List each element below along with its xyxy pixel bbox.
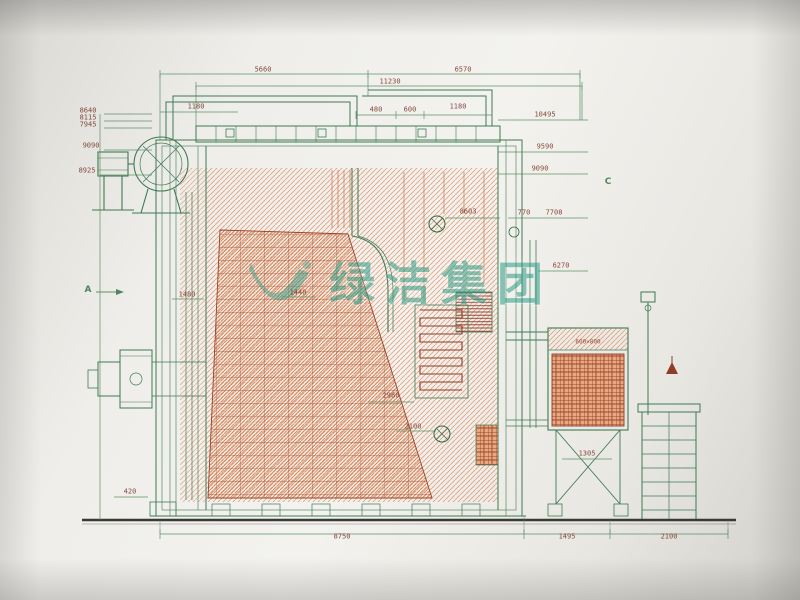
boiler-base-supports	[149, 501, 526, 517]
burner-assembly	[87, 349, 206, 409]
rear-economizer-unit	[547, 327, 629, 517]
rear-pass-tubes	[331, 170, 485, 300]
lower-tube-bank	[475, 424, 499, 466]
steam-drum	[92, 136, 190, 214]
furnace-nose	[351, 235, 394, 332]
flue-duct	[506, 240, 548, 428]
dimension-lines	[96, 70, 729, 539]
economizer-coil	[414, 304, 469, 399]
vent-pipe	[640, 291, 656, 415]
flow-direction-marks	[428, 215, 520, 443]
elevation-flag-marker	[666, 356, 678, 374]
access-stairs	[637, 403, 701, 520]
furnace-membrane-wall-panel	[207, 229, 433, 499]
ground-line	[82, 518, 736, 525]
